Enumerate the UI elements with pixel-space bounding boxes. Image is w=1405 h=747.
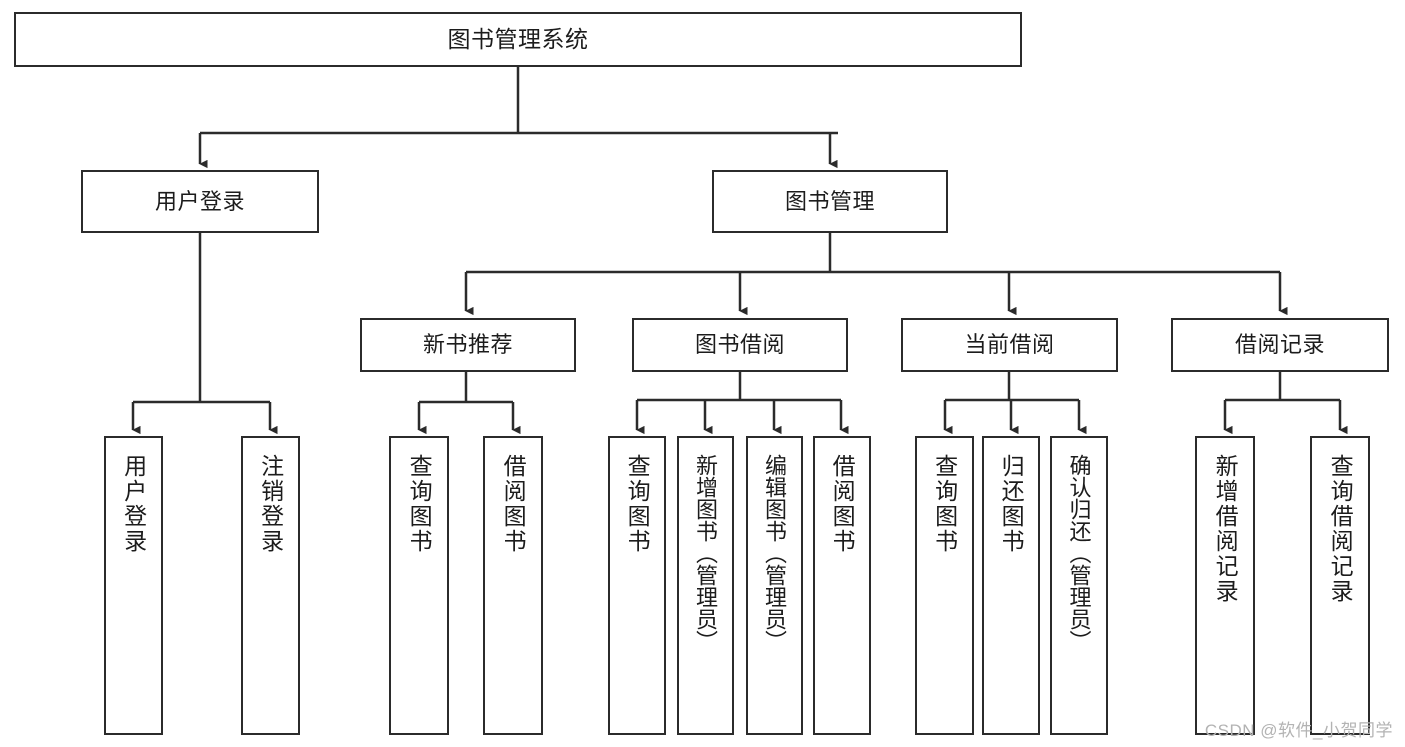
node-label: 注销登录 [257, 454, 284, 554]
node-label: 图书管理系统 [447, 25, 589, 52]
node-label: 借阅图书 [829, 454, 856, 554]
node-label: 借阅记录 [1234, 332, 1325, 358]
leaf-book-borrow-edit-book-admin[interactable]: 编辑图书（管理员） [746, 436, 803, 735]
node-book-borrow[interactable]: 图书借阅 [632, 318, 848, 372]
node-label: 确认归还（管理员） [1066, 454, 1092, 652]
node-label: 图书借阅 [694, 332, 785, 358]
node-borrow-record[interactable]: 借阅记录 [1171, 318, 1389, 372]
leaf-new-book-borrow-book[interactable]: 借阅图书 [483, 436, 543, 735]
leaf-book-borrow-add-book-admin[interactable]: 新增图书（管理员） [677, 436, 734, 735]
leaf-borrow-record-query-record[interactable]: 查询借阅记录 [1310, 436, 1370, 735]
node-label: 新增图书（管理员） [693, 454, 719, 652]
leaf-user-login-logout[interactable]: 注销登录 [241, 436, 300, 735]
node-label: 借阅图书 [500, 454, 527, 554]
node-label: 新增借阅记录 [1212, 454, 1239, 604]
node-label: 查询图书 [406, 454, 433, 554]
node-label: 查询图书 [931, 454, 958, 554]
leaf-user-login-login[interactable]: 用户登录 [104, 436, 163, 735]
node-label: 查询借阅记录 [1327, 454, 1354, 604]
node-label: 图书管理 [784, 188, 875, 214]
leaf-borrow-record-add-record[interactable]: 新增借阅记录 [1195, 436, 1255, 735]
leaf-current-borrow-return-book[interactable]: 归还图书 [982, 436, 1040, 735]
node-current-borrow[interactable]: 当前借阅 [901, 318, 1118, 372]
node-root-book-management-system[interactable]: 图书管理系统 [14, 12, 1022, 67]
node-label: 新书推荐 [422, 332, 513, 358]
leaf-book-borrow-borrow-book[interactable]: 借阅图书 [813, 436, 871, 735]
leaf-new-book-query-book[interactable]: 查询图书 [389, 436, 449, 735]
node-label: 归还图书 [998, 454, 1025, 554]
node-label: 查询图书 [624, 454, 651, 554]
node-label: 编辑图书（管理员） [762, 454, 788, 652]
watermark: CSDN @软件_小贺同学 [1204, 721, 1393, 740]
node-label: 当前借阅 [964, 332, 1055, 358]
leaf-current-borrow-query-book[interactable]: 查询图书 [915, 436, 974, 735]
node-user-login[interactable]: 用户登录 [81, 170, 319, 233]
node-new-book-recommend[interactable]: 新书推荐 [360, 318, 576, 372]
node-book-management[interactable]: 图书管理 [712, 170, 948, 233]
leaf-current-borrow-confirm-return-admin[interactable]: 确认归还（管理员） [1050, 436, 1108, 735]
node-label: 用户登录 [120, 454, 147, 554]
node-label: 用户登录 [154, 188, 245, 214]
leaf-book-borrow-query-book[interactable]: 查询图书 [608, 436, 666, 735]
